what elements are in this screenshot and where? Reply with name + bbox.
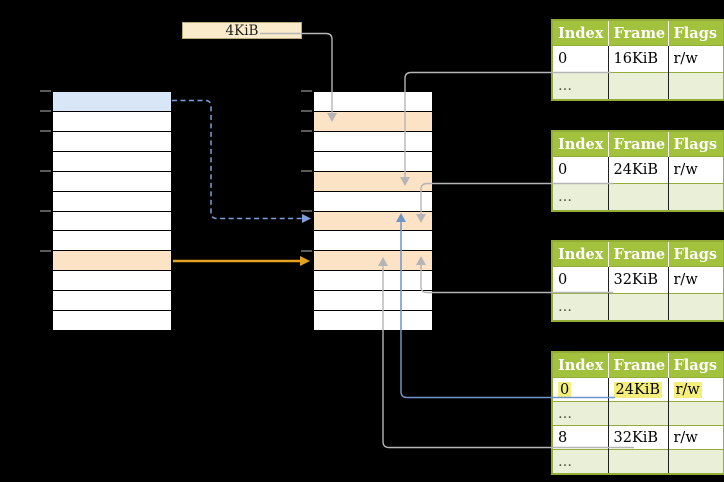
index-cell: 0 xyxy=(552,156,608,184)
page-table-24kib: Index Frame Flags 0 24KiB r/w … xyxy=(551,130,724,212)
memory-row-10 xyxy=(314,270,432,291)
column-header-flags: Flags xyxy=(667,20,724,46)
memory-row-9 xyxy=(314,250,432,271)
flags-cell xyxy=(667,401,724,426)
flags-cell xyxy=(667,293,724,321)
table-row: 8 32KiB r/w xyxy=(552,425,724,450)
memory-row-1 xyxy=(53,92,171,111)
memory-row-3 xyxy=(53,130,171,151)
memory-row-11 xyxy=(53,290,171,311)
memory-row-12 xyxy=(314,310,432,331)
frame-cell xyxy=(607,449,668,474)
highlight-mark: 0 xyxy=(558,381,572,398)
page-size-label: 4KiB xyxy=(225,22,259,39)
frame-cell xyxy=(607,401,668,426)
highlight-mark: 24KiB xyxy=(613,381,663,398)
memory-row-8 xyxy=(314,230,432,251)
column-header-index: Index xyxy=(552,131,608,157)
flags-cell xyxy=(667,449,724,474)
index-cell: … xyxy=(552,293,608,321)
arrowhead-right-icon xyxy=(302,214,311,223)
page-size-label-box: 4KiB xyxy=(182,22,302,39)
memory-row-3 xyxy=(314,130,432,151)
column-header-flags: Flags xyxy=(667,131,724,157)
frame-cell: 16KiB xyxy=(607,45,668,73)
page-table-32kib: Index Frame Flags 0 32KiB r/w … xyxy=(551,240,724,322)
left-memory-column xyxy=(52,91,172,331)
table-row-highlighted: 0 24KiB r/w xyxy=(552,377,724,402)
page-table-16kib: Index Frame Flags 0 16KiB r/w … xyxy=(551,19,724,101)
page-table-detail: Index Frame Flags 0 24KiB r/w … 8 32KiB … xyxy=(551,351,724,475)
column-header-index: Index xyxy=(552,20,608,46)
table-row: 0 32KiB r/w xyxy=(552,266,724,294)
memory-row-4 xyxy=(314,150,432,171)
table-header-row: Index Frame Flags xyxy=(552,20,724,46)
memory-row-5 xyxy=(53,170,171,191)
memory-row-12 xyxy=(53,310,171,331)
frame-cell: 24KiB xyxy=(607,156,668,184)
memory-row-6 xyxy=(314,190,432,211)
flags-cell: r/w xyxy=(667,156,724,184)
frame-cell xyxy=(607,293,668,321)
column-header-index: Index xyxy=(552,352,608,378)
memory-row-2 xyxy=(53,110,171,131)
highlight-mark: r/w xyxy=(673,381,702,398)
flags-cell: r/w xyxy=(667,377,724,402)
flags-cell: r/w xyxy=(667,425,724,450)
flags-cell: r/w xyxy=(667,266,724,294)
index-cell: … xyxy=(552,72,608,100)
column-header-flags: Flags xyxy=(667,352,724,378)
flags-cell: r/w xyxy=(667,45,724,73)
table-header-row: Index Frame Flags xyxy=(552,131,724,157)
frame-cell xyxy=(607,72,668,100)
memory-row-2 xyxy=(314,110,432,131)
memory-row-9 xyxy=(53,250,171,271)
frame-cell: 32KiB xyxy=(607,425,668,450)
table-ellipsis-row: … xyxy=(552,293,724,321)
column-header-index: Index xyxy=(552,241,608,267)
index-cell: … xyxy=(552,401,608,426)
memory-row-1 xyxy=(314,92,432,111)
table-header-row: Index Frame Flags xyxy=(552,241,724,267)
index-cell: … xyxy=(552,449,608,474)
table-ellipsis-row: … xyxy=(552,401,724,426)
table-row: 0 16KiB r/w xyxy=(552,45,724,73)
index-cell: 0 xyxy=(552,45,608,73)
index-cell: 0 xyxy=(552,377,608,402)
index-cell: 8 xyxy=(552,425,608,450)
memory-row-7 xyxy=(314,210,432,231)
memory-row-7 xyxy=(53,210,171,231)
connector-blue-page-to-entry xyxy=(172,99,302,220)
memory-row-5 xyxy=(314,170,432,191)
table-ellipsis-row: … xyxy=(552,183,724,211)
memory-row-11 xyxy=(314,290,432,311)
frame-cell: 24KiB xyxy=(607,377,668,402)
frame-cell: 32KiB xyxy=(607,266,668,294)
table-header-row: Index Frame Flags xyxy=(552,352,724,378)
memory-row-8 xyxy=(53,230,171,251)
table-row: 0 24KiB r/w xyxy=(552,156,724,184)
table-ellipsis-row: … xyxy=(552,449,724,474)
memory-row-6 xyxy=(53,190,171,211)
arrowhead-right-icon xyxy=(300,256,310,266)
index-cell: 0 xyxy=(552,266,608,294)
column-header-frame: Frame xyxy=(607,20,668,46)
column-header-frame: Frame xyxy=(607,352,668,378)
frame-cell xyxy=(607,183,668,211)
middle-memory-column xyxy=(313,91,433,331)
column-header-flags: Flags xyxy=(667,241,724,267)
column-header-frame: Frame xyxy=(607,241,668,267)
memory-row-4 xyxy=(53,150,171,171)
flags-cell xyxy=(667,183,724,211)
index-cell: … xyxy=(552,183,608,211)
memory-row-10 xyxy=(53,270,171,291)
flags-cell xyxy=(667,72,724,100)
table-ellipsis-row: … xyxy=(552,72,724,100)
column-header-frame: Frame xyxy=(607,131,668,157)
